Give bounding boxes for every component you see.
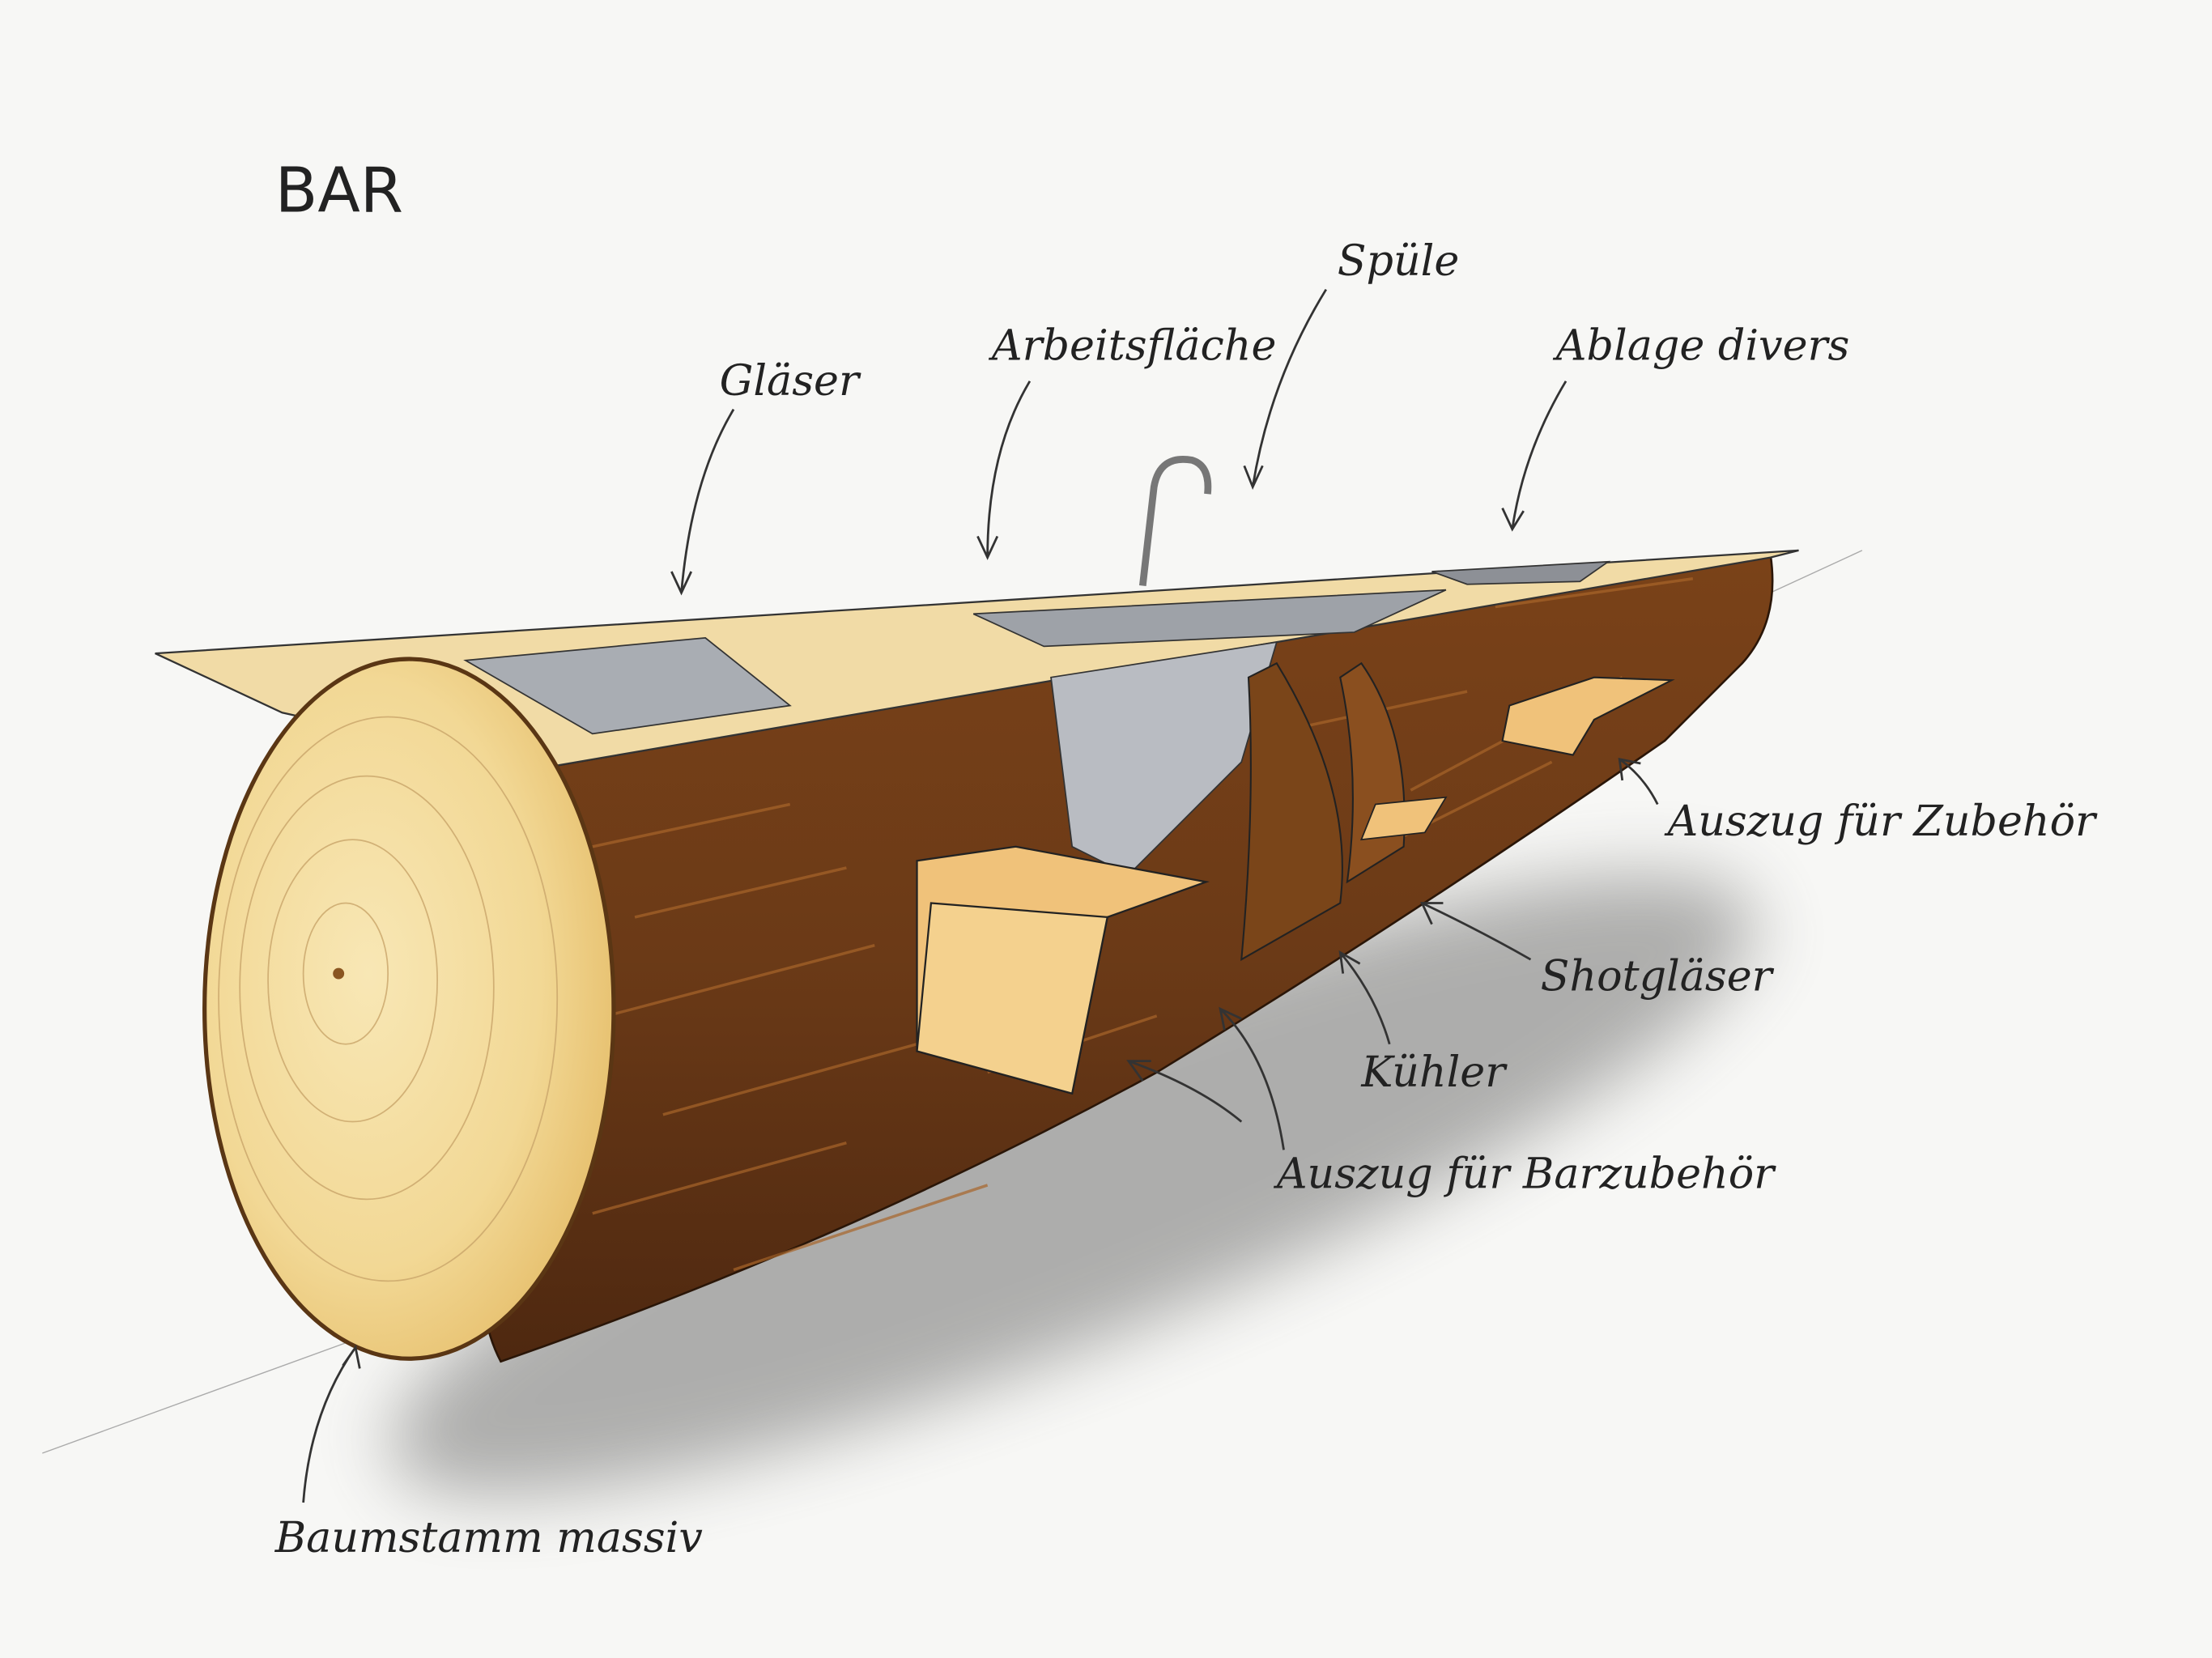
shot-glass-drawer xyxy=(1360,796,1448,841)
label-shot-glasses: Shotgläser xyxy=(1541,951,1775,1001)
storage-recess xyxy=(1431,560,1611,585)
label-trunk: Baumstamm massiv xyxy=(274,1513,703,1562)
drawer-front xyxy=(916,902,1109,1095)
pith xyxy=(333,967,345,980)
arrow-cooler xyxy=(1338,950,1391,1045)
arrow-trunk xyxy=(302,1344,361,1503)
accessories-drawer xyxy=(1501,676,1675,756)
arrow-bar-drawer-1 xyxy=(1219,1006,1285,1150)
label-sink: Spüle xyxy=(1338,236,1460,286)
arrow-bar-drawer-2 xyxy=(1126,1060,1243,1123)
perspective-guide xyxy=(1770,550,1863,593)
arrow-storage xyxy=(1501,380,1568,532)
arrow-glasses xyxy=(670,408,735,596)
faucet xyxy=(1138,456,1212,586)
growth-rings xyxy=(218,716,559,1282)
cooler-front xyxy=(1240,661,1343,962)
sketch-title: BAR xyxy=(275,155,403,227)
label-glasses: Gläser xyxy=(720,356,861,406)
glasses-recess xyxy=(463,637,792,735)
log-shadow xyxy=(389,874,1755,1496)
label-storage: Ablage divers xyxy=(1553,321,1850,371)
arrow-sink xyxy=(1243,288,1327,490)
label-bar-accessories-drawer: Auszug für Barzubehör xyxy=(1274,1149,1776,1198)
perspective-guide xyxy=(42,1339,353,1454)
label-cooler: Kühler xyxy=(1360,1048,1508,1097)
label-accessories-drawer: Auszug für Zubehör xyxy=(1664,797,2098,846)
arrow-worktop xyxy=(976,380,1032,560)
arrow-shot-glasses xyxy=(1420,902,1532,961)
steel-cutout xyxy=(1050,641,1278,876)
label-worktop: Arbeitsfläche xyxy=(989,321,1277,371)
log-end-grain xyxy=(202,657,616,1361)
sink-basin xyxy=(972,589,1447,648)
arrow-accessories-drawer xyxy=(1618,758,1659,806)
